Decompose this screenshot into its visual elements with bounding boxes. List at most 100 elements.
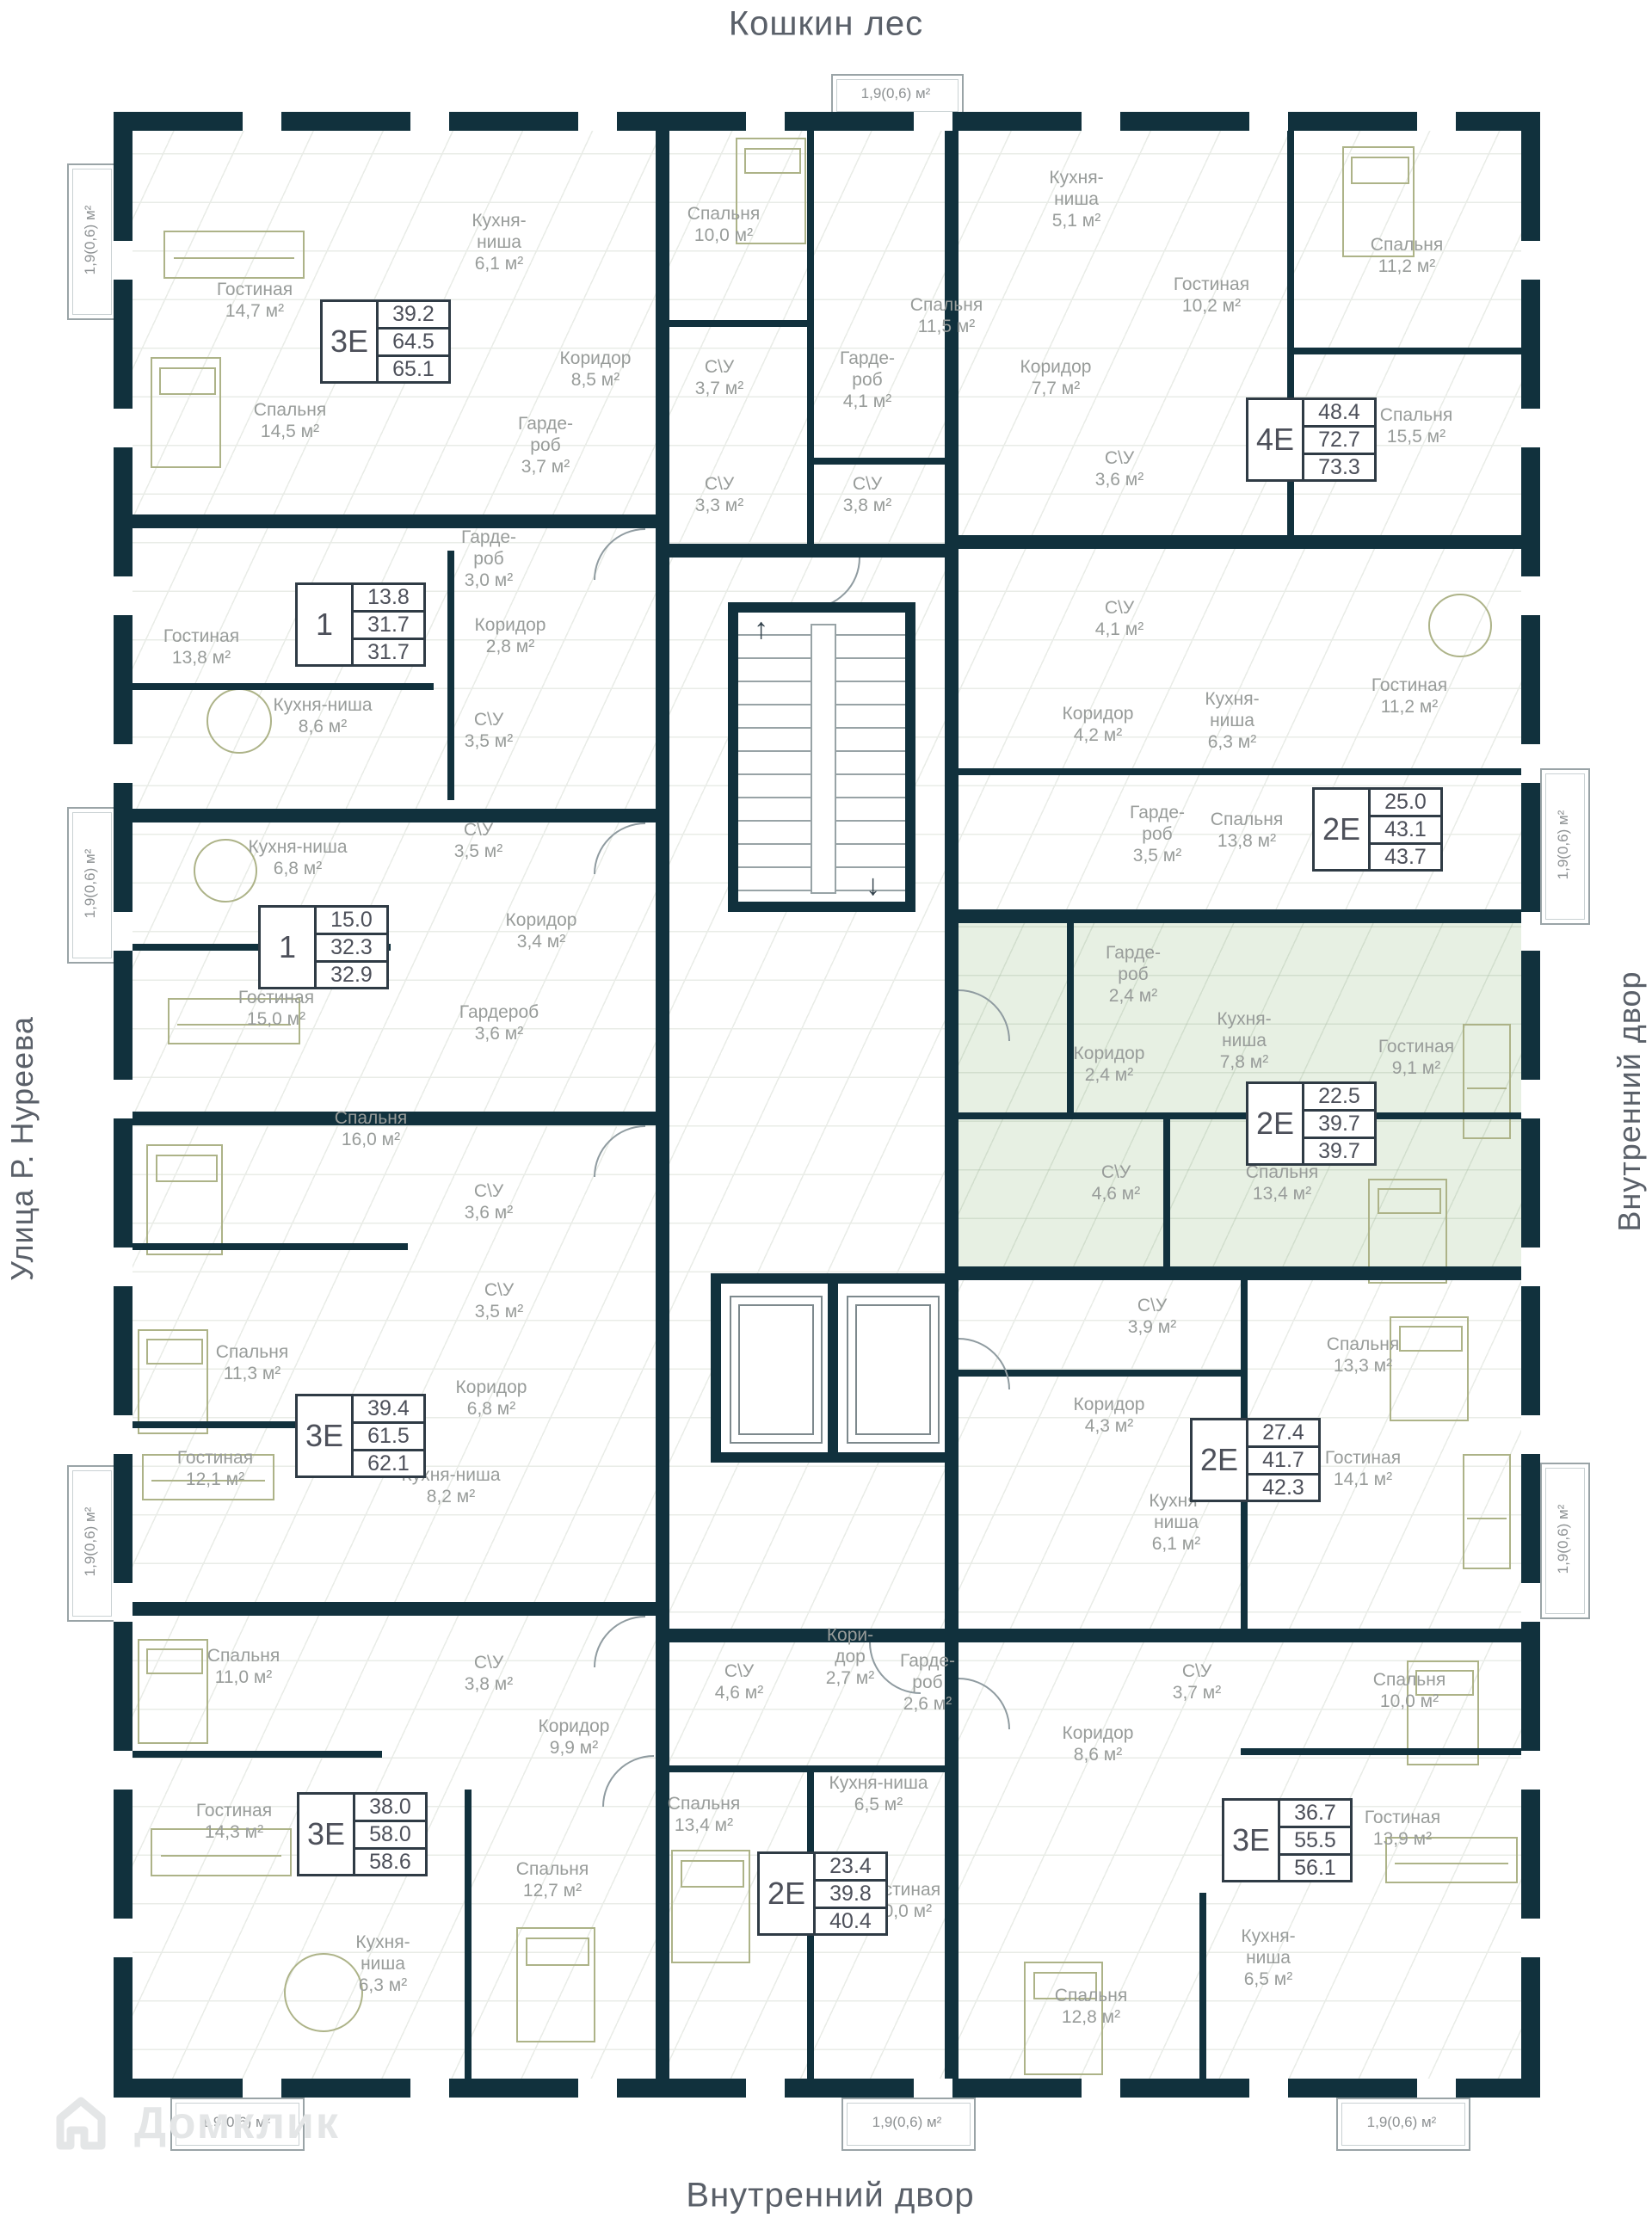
- room-label: Кухня- ниша 7,8 м²: [1217, 1008, 1272, 1072]
- room-label: С\У 3,7 м²: [1172, 1661, 1222, 1703]
- interior-wall: [133, 1112, 656, 1125]
- room-label: Кухня-ниша 8,6 м²: [273, 695, 373, 736]
- label-side-left: Улица Р. Нуреева: [4, 1016, 40, 1281]
- room-label: С\У 3,5 м²: [453, 820, 503, 861]
- pillow-icon: [743, 147, 802, 174]
- room-label: Коридор 8,6 м²: [1062, 1723, 1134, 1765]
- interior-wall: [133, 1421, 382, 1428]
- unit-area-value: 39.2: [392, 302, 435, 326]
- room-label: Гарде- роб 2,6 м²: [900, 1650, 955, 1714]
- balcony-area-label: 1,9(0,6) м²: [200, 2114, 271, 2130]
- pillow-icon: [145, 1648, 204, 1675]
- room-label: Гостиная 10,2 м²: [1173, 274, 1250, 316]
- unit-area-value: 39.7: [1304, 1137, 1374, 1164]
- balcony-area-label: 1,9(0,6) м²: [860, 85, 931, 102]
- room-label: Спальня 10,0 м²: [1372, 1670, 1446, 1711]
- room-label: С\У 4,6 м²: [1091, 1162, 1141, 1204]
- balcony-area-label: 1,9(0,6) м²: [82, 1506, 98, 1577]
- unit-area-value: 31.7: [354, 610, 423, 638]
- room-label: Гарде- роб 3,7 м²: [518, 413, 573, 477]
- unit-type-label: 1: [261, 908, 317, 987]
- room-label: Гарде- роб 4,1 м²: [840, 348, 895, 411]
- label-side-top: Кошкин лес: [728, 4, 924, 43]
- room-label: Спальня 16,0 м²: [334, 1108, 408, 1149]
- unit-area-value: 27.4: [1262, 1420, 1304, 1445]
- highlighted-unit-area: [959, 916, 1521, 1266]
- unit-type-label: 3Е: [323, 302, 379, 381]
- interior-wall: [945, 131, 959, 2079]
- room-label: С\У 4,6 м²: [714, 1661, 764, 1703]
- sofa-furniture-icon: [1463, 1024, 1511, 1139]
- room-label: Спальня 12,8 м²: [1054, 1986, 1128, 2027]
- interior-wall: [959, 535, 1521, 549]
- balcony-area-label: 1,9(0,6) м²: [82, 205, 98, 275]
- unit-area-value: 65.1: [379, 354, 448, 382]
- sofa-furniture-icon: [151, 1828, 292, 1876]
- unit-area-value: 73.3: [1304, 453, 1374, 480]
- unit-area-value: 56.1: [1280, 1853, 1350, 1881]
- stairs-down-arrow-icon: ↓: [866, 869, 880, 902]
- room-label: Кухня- ниша 5,1 м²: [1049, 167, 1104, 231]
- interior-wall: [669, 320, 807, 327]
- unit-area-value: 48.4: [1318, 400, 1360, 424]
- room-label: Коридор 3,4 м²: [505, 910, 577, 952]
- unit-type-label: 2Е: [1248, 1084, 1304, 1163]
- interior-wall: [959, 1370, 1241, 1377]
- room-label: Кухня- ниша 6,1 м²: [472, 210, 527, 274]
- unit-area-value: 58.6: [355, 1847, 425, 1875]
- unit-type-label: 3Е: [298, 1396, 354, 1475]
- room-label: Гардероб 3,6 м²: [459, 1002, 539, 1044]
- room-label: Гостиная 15,0 м²: [237, 988, 315, 1029]
- stair-flight: [738, 613, 811, 902]
- bed-furniture-icon: [671, 1850, 750, 1963]
- bed-furniture-icon: [1024, 1962, 1103, 2075]
- room-label: Кухня-ниша 8,2 м²: [401, 1465, 501, 1506]
- stair-landing: [811, 624, 836, 894]
- unit-area-value: 72.7: [1304, 425, 1374, 453]
- bed-furniture-icon: [138, 1329, 208, 1434]
- stairwell: [728, 602, 915, 912]
- unit-type-label: 2Е: [1193, 1420, 1248, 1500]
- balcony-outline: [841, 2098, 976, 2151]
- round-furniture-icon: [1428, 594, 1492, 657]
- label-side-right: Внутренний двор: [1612, 970, 1647, 1232]
- bed-furniture-icon: [1390, 1316, 1469, 1421]
- room-label: Кухня-ниша 6,8 м²: [248, 837, 348, 878]
- balcony-outline: [67, 1465, 117, 1622]
- room-label: Коридор 6,8 м²: [455, 1377, 527, 1419]
- unit-type-label: 3Е: [1224, 1801, 1280, 1880]
- room-label: С\У 3,6 м²: [1094, 448, 1144, 490]
- elevator-cabin: [730, 1296, 823, 1444]
- interior-wall: [133, 683, 434, 690]
- room-label: Спальня 11,2 м²: [1370, 235, 1444, 276]
- interior-wall: [959, 909, 1521, 923]
- interior-wall: [1241, 1748, 1521, 1755]
- bed-furniture-icon: [138, 1639, 208, 1744]
- interior-wall: [656, 131, 669, 2079]
- room-label: С\У 3,7 м²: [694, 357, 744, 398]
- bed-furniture-icon: [736, 138, 806, 244]
- room-label: Спальня 15,5 м²: [1379, 405, 1453, 447]
- interior-wall: [133, 1751, 382, 1758]
- room-label: Спальня 11,0 м²: [206, 1646, 280, 1687]
- unit-area-value: 55.5: [1280, 1826, 1350, 1853]
- pillow-icon: [1032, 1972, 1098, 2000]
- room-label: Гарде- роб 3,0 м²: [461, 527, 516, 590]
- unit-area-value: 13.8: [367, 585, 410, 609]
